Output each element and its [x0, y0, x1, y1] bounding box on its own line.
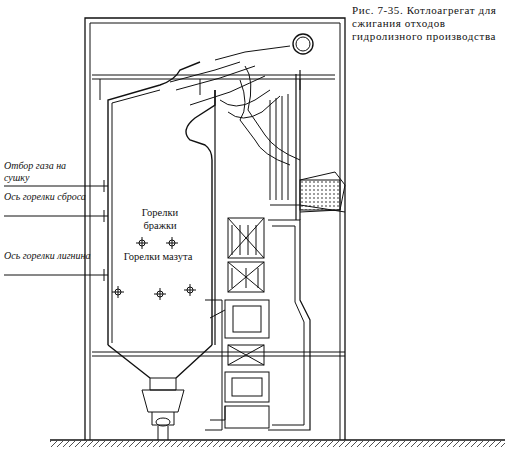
burner-axis-label: Ось горелки сброса	[4, 191, 94, 203]
outlet-label: Отбор газа на сушку	[4, 160, 94, 184]
burner-group-label: Горелки бражки	[124, 206, 196, 232]
burner-group-label: Горелки мазута	[118, 250, 198, 263]
figure-caption: Рис. 7-35. Котлоагрегат для сжигания отх…	[352, 4, 517, 43]
burner-axis-label: Ось горелки лигнина	[4, 250, 94, 262]
